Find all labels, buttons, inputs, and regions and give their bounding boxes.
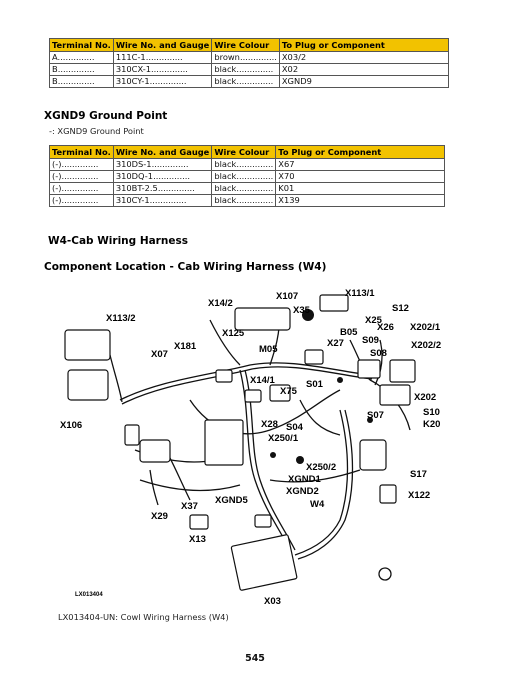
label-x14-2: X14/2 — [208, 298, 233, 309]
label-x202: X202 — [414, 392, 436, 403]
table-row: (-).............. 310CY-1.............. … — [49, 194, 446, 207]
table-row: B.............. 310CX-1.............. bl… — [49, 63, 449, 76]
cell: 310CY-1.............. — [112, 194, 213, 207]
label-x75: X75 — [280, 386, 298, 397]
label-s04: S04 — [286, 422, 304, 433]
cell: 310DQ-1.............. — [112, 170, 213, 183]
diagram-code: LX013404 — [75, 592, 103, 598]
label-x29: X29 — [151, 511, 168, 522]
label-x202-2: X202/2 — [411, 340, 441, 351]
label-x106: X106 — [60, 420, 82, 431]
label-x14-1: X14/1 — [250, 375, 276, 386]
label-s09: S09 — [362, 335, 379, 346]
label-x250-1: X250/1 — [268, 433, 299, 444]
label-s17: S17 — [410, 469, 427, 480]
table-header-row: Terminal No. Wire No. and Gauge Wire Col… — [49, 38, 449, 52]
table-row: (-).............. 310DQ-1.............. … — [49, 170, 446, 183]
table-row: A.............. 111C-1.............. bro… — [49, 51, 449, 64]
label-s07: S07 — [367, 410, 384, 421]
cell: X67 — [275, 158, 446, 171]
page-number: 545 — [245, 653, 265, 664]
label-x28: X28 — [261, 419, 278, 430]
cell: X02 — [278, 63, 449, 76]
section-title-xgnd9: XGND9 Ground Point — [44, 110, 168, 122]
label-s08: S08 — [370, 348, 387, 359]
table-row: B.............. 310CY-1.............. bl… — [49, 75, 449, 88]
label-x13: X13 — [189, 534, 206, 545]
cell: 310BT-2.5.............. — [112, 182, 213, 195]
cell: (-).............. — [49, 182, 114, 195]
label-m05: M05 — [259, 344, 278, 355]
cell: black.............. — [211, 75, 280, 88]
label-x107: X107 — [276, 291, 298, 302]
label-x35: X35 — [293, 305, 311, 316]
label-x113-2: X113/2 — [106, 313, 136, 324]
label-x07: X07 — [151, 349, 168, 360]
cell: brown.............. — [211, 51, 280, 64]
label-x122: X122 — [408, 490, 430, 501]
label-x202-1: X202/1 — [410, 322, 441, 333]
label-s10: S10 — [423, 407, 440, 418]
col-plug: To Plug or Component — [278, 38, 449, 52]
section-title-w4: W4-Cab Wiring Harness — [48, 235, 188, 247]
label-w4: W4 — [310, 499, 325, 510]
cell: 310DS-1.............. — [112, 158, 213, 171]
col-wire: Wire No. and Gauge — [112, 38, 213, 52]
label-x37: X37 — [181, 501, 198, 512]
label-x113-1: X113/1 — [345, 288, 375, 299]
label-xgnd1: XGND1 — [288, 474, 321, 485]
cell: 111C-1.............. — [112, 51, 213, 64]
col-plug: To Plug or Component — [275, 145, 446, 159]
wiring-harness-diagram: X107 X113/1 X14/2 X35 S12 X113/2 X125 B0… — [60, 288, 441, 605]
label-s01: S01 — [306, 379, 324, 390]
cell: B.............. — [49, 63, 114, 76]
cell: B.............. — [49, 75, 114, 88]
label-x26: X26 — [377, 322, 394, 333]
cell: (-).............. — [49, 194, 114, 207]
section-title-location: Component Location - Cab Wiring Harness … — [44, 261, 327, 273]
label-x27: X27 — [327, 338, 344, 349]
cell: black.............. — [211, 194, 277, 207]
table-header-row: Terminal No. Wire No. and Gauge Wire Col… — [49, 145, 446, 159]
label-s12: S12 — [392, 303, 409, 314]
label-x181: X181 — [174, 341, 197, 352]
label-k20: K20 — [423, 419, 440, 430]
cell: black.............. — [211, 170, 277, 183]
cell: K01 — [275, 182, 446, 195]
col-terminal: Terminal No. — [49, 38, 114, 52]
figure-caption: LX013404-UN: Cowl Wiring Harness (W4) — [58, 612, 229, 622]
col-terminal: Terminal No. — [49, 145, 114, 159]
cell: X70 — [275, 170, 446, 183]
label-b05: B05 — [340, 327, 358, 338]
section-subtitle-xgnd9: -: XGND9 Ground Point — [49, 126, 144, 136]
label-x125: X125 — [222, 328, 245, 339]
cell: (-).............. — [49, 158, 114, 171]
cell: XGND9 — [278, 75, 449, 88]
col-colour: Wire Colour — [211, 38, 280, 52]
cell: 310CY-1.............. — [112, 75, 213, 88]
cell: black.............. — [211, 63, 280, 76]
table-row: (-).............. 310DS-1.............. … — [49, 158, 446, 171]
cell: (-).............. — [49, 170, 114, 183]
col-wire: Wire No. and Gauge — [112, 145, 213, 159]
label-xgnd5: XGND5 — [215, 495, 248, 506]
terminal-table-2: Terminal No. Wire No. and Gauge Wire Col… — [49, 145, 446, 207]
cell: X03/2 — [278, 51, 449, 64]
cell: black.............. — [211, 182, 277, 195]
label-x25: X25 — [365, 315, 383, 326]
cell: black.............. — [211, 158, 277, 171]
label-x03: X03 — [264, 596, 281, 605]
table-row: (-).............. 310BT-2.5.............… — [49, 182, 446, 195]
col-colour: Wire Colour — [211, 145, 277, 159]
label-xgnd2: XGND2 — [286, 486, 319, 497]
cell: A.............. — [49, 51, 114, 64]
label-x250-2: X250/2 — [306, 462, 336, 473]
terminal-table-1: Terminal No. Wire No. and Gauge Wire Col… — [49, 38, 449, 88]
cell: X139 — [275, 194, 446, 207]
cell: 310CX-1.............. — [112, 63, 213, 76]
